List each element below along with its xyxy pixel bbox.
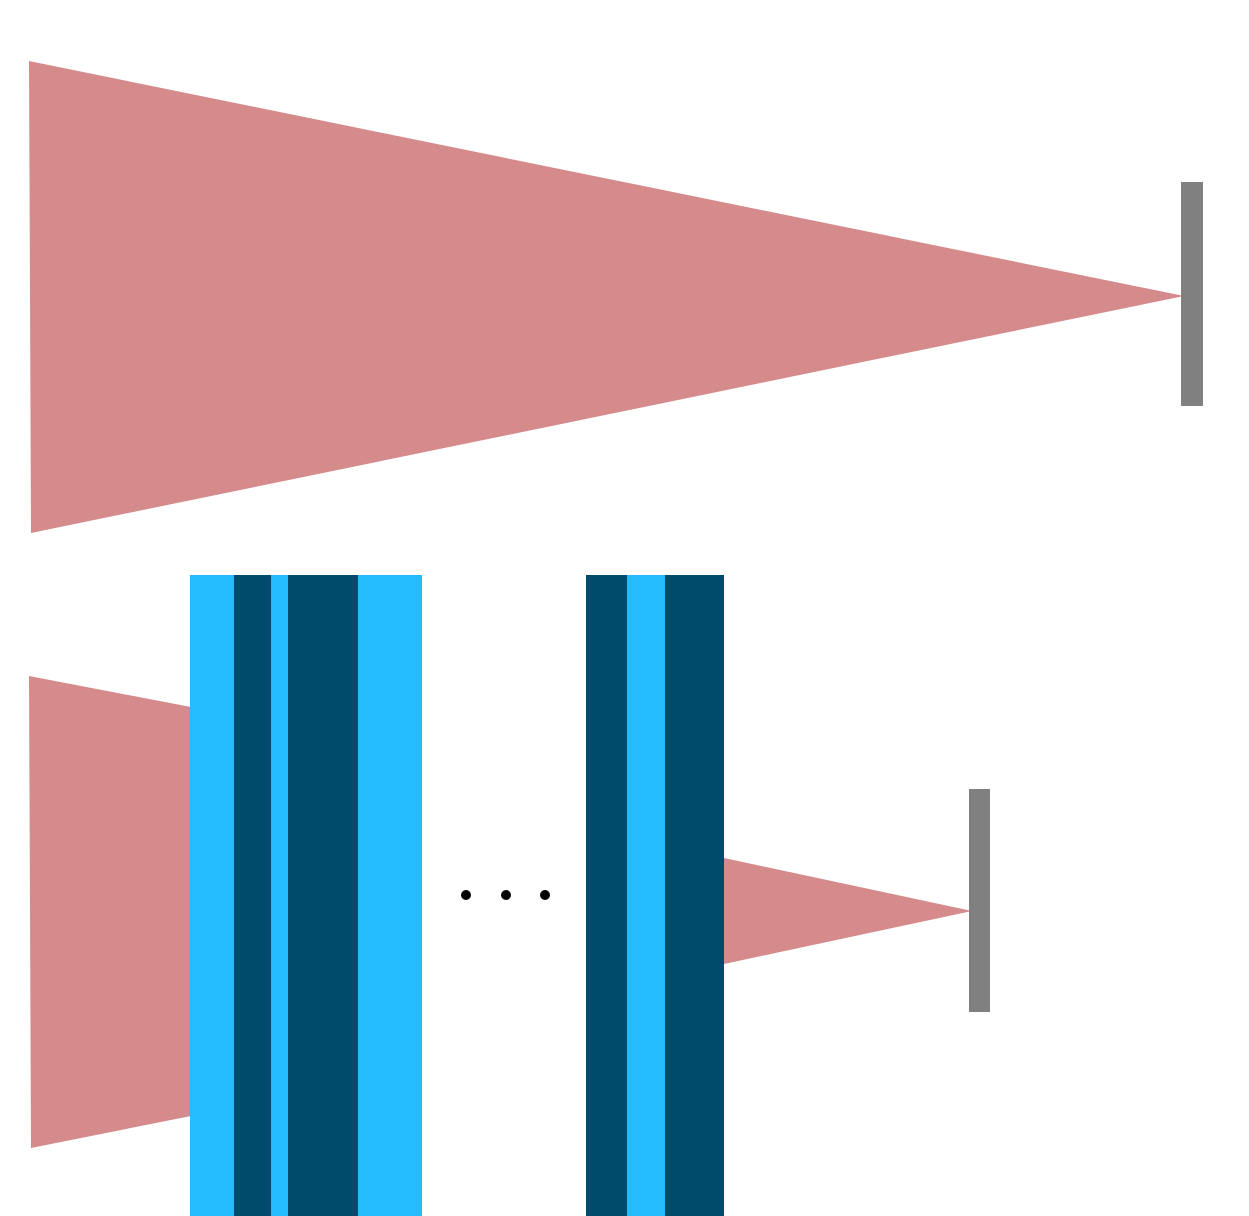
- outgoing-beam-bottom: [724, 858, 972, 964]
- layer-dark: [288, 575, 359, 1216]
- layer-stack-right: [586, 575, 724, 1216]
- sensor-top: [1181, 182, 1203, 406]
- top-panel: [29, 61, 1203, 533]
- layer-dark: [586, 575, 628, 1216]
- layer-dark: [665, 575, 724, 1216]
- ellipsis: [461, 890, 550, 900]
- layer-light: [358, 575, 422, 1216]
- bottom-panel: [29, 575, 990, 1216]
- layer-stack-left: [190, 575, 422, 1216]
- incoming-beam-bottom: [29, 676, 191, 1148]
- ellipsis-dot: [501, 890, 511, 900]
- sensor-bottom: [969, 789, 990, 1012]
- layer-dark: [234, 575, 271, 1216]
- layer-light: [627, 575, 666, 1216]
- ellipsis-dot: [461, 890, 471, 900]
- layer-light: [190, 575, 235, 1216]
- ellipsis-dot: [540, 890, 550, 900]
- converging-beam-top: [29, 61, 1184, 533]
- layer-light: [271, 575, 289, 1216]
